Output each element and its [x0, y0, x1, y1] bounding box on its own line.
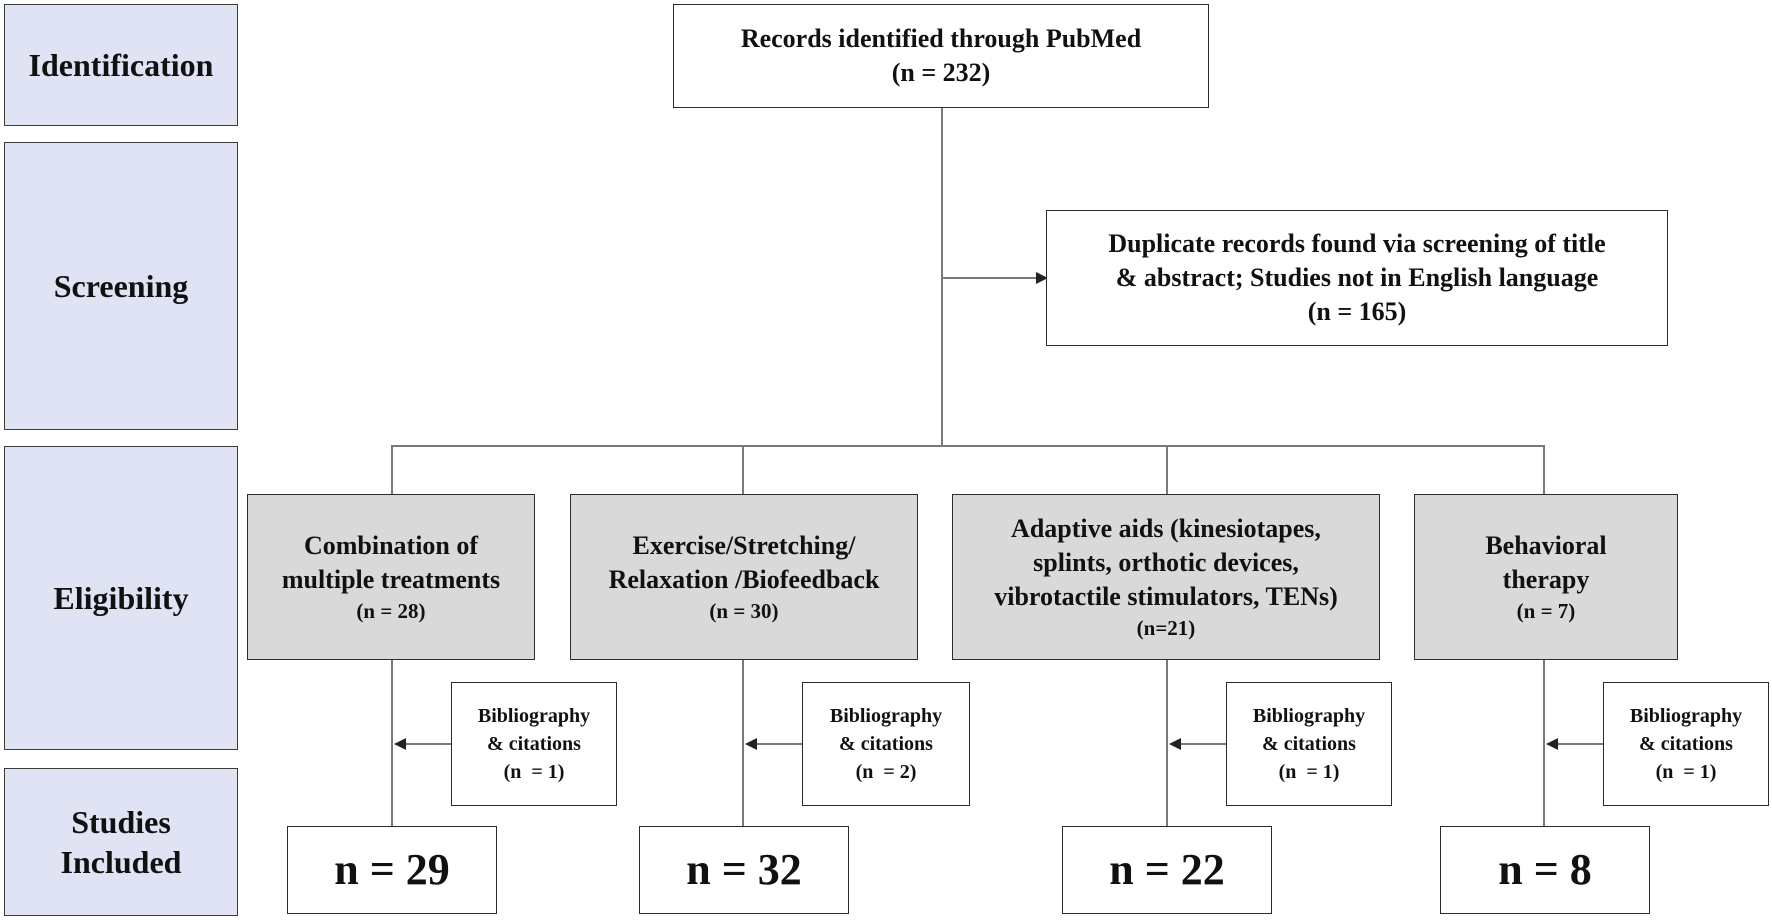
included-3-count: n = 22 — [1109, 845, 1225, 894]
column-line-4 — [1543, 660, 1545, 826]
category-drop-line-2 — [742, 445, 744, 494]
category-box-exercise: Exercise/Stretching/ Relaxation /Biofeed… — [570, 494, 918, 660]
addition-arrow-line-4 — [1548, 743, 1603, 745]
category-box-combination: Combination of multiple treatments (n = … — [247, 494, 535, 660]
bibliography-1-count: (n = 1) — [503, 761, 565, 783]
included-box-3: n = 22 — [1062, 826, 1272, 914]
included-2-count: n = 32 — [686, 845, 802, 894]
category-3-line-1: Adaptive aids (kinesiotapes, — [1011, 514, 1321, 543]
exclusion-arrowhead — [1036, 272, 1048, 284]
category-3-line-2: splints, orthotic devices, — [1033, 548, 1299, 577]
included-4-count: n = 8 — [1498, 845, 1592, 894]
addition-arrowhead-4 — [1546, 738, 1558, 750]
included-box-1: n = 29 — [287, 826, 497, 914]
bibliography-2-line-1: Bibliography — [829, 705, 943, 727]
category-2-line-1: Exercise/Stretching/ — [632, 531, 856, 560]
records-identified-title: Records identified through PubMed — [740, 24, 1142, 53]
bibliography-3-line-1: Bibliography — [1252, 705, 1366, 727]
bibliography-4-line-1: Bibliography — [1629, 705, 1743, 727]
bibliography-box-3: Bibliography & citations (n = 1) — [1226, 682, 1392, 806]
bibliography-4-count: (n = 1) — [1655, 761, 1717, 783]
stage-screening: Screening — [4, 142, 238, 430]
bibliography-2-line-2: & citations — [839, 733, 933, 755]
records-identified-count: (n = 232) — [891, 58, 991, 87]
category-4-line-2: therapy — [1502, 565, 1590, 594]
stage-screening-label: Screening — [53, 268, 189, 304]
included-box-4: n = 8 — [1440, 826, 1650, 914]
column-line-2 — [742, 660, 744, 826]
bibliography-1-line-1: Bibliography — [477, 705, 591, 727]
column-line-1 — [391, 660, 393, 826]
category-drop-line-4 — [1543, 445, 1545, 494]
addition-arrowhead-3 — [1169, 738, 1181, 750]
category-1-count: (n = 28) — [356, 599, 426, 623]
excluded-records-line-1: Duplicate records found via screening of… — [1108, 229, 1606, 258]
exclusion-branch-line — [941, 277, 1048, 279]
category-drop-line-3 — [1166, 445, 1168, 494]
category-4-count: (n = 7) — [1516, 599, 1576, 623]
bibliography-4-line-2: & citations — [1639, 733, 1733, 755]
stage-eligibility-label: Eligibility — [53, 580, 189, 616]
addition-arrowhead-2 — [745, 738, 757, 750]
bibliography-box-1: Bibliography & citations (n = 1) — [451, 682, 617, 806]
stage-eligibility: Eligibility — [4, 446, 238, 750]
stage-included: Studies Included — [4, 768, 238, 916]
category-box-behavioral: Behavioral therapy (n = 7) — [1414, 494, 1678, 660]
addition-arrow-line-2 — [747, 743, 802, 745]
excluded-records-count: (n = 165) — [1307, 297, 1407, 326]
records-identified-box: Records identified through PubMed (n = 2… — [673, 4, 1209, 108]
category-1-line-1: Combination of — [303, 531, 479, 560]
included-1-count: n = 29 — [334, 845, 450, 894]
category-horizontal-connector — [391, 445, 1543, 447]
category-4-line-1: Behavioral — [1485, 531, 1607, 560]
included-box-2: n = 32 — [639, 826, 849, 914]
stage-identification: Identification — [4, 4, 238, 126]
excluded-records-line-2: & abstract; Studies not in English langu… — [1115, 263, 1599, 292]
category-2-count: (n = 30) — [709, 599, 779, 623]
addition-arrowhead-1 — [394, 738, 406, 750]
addition-arrow-line-1 — [396, 743, 451, 745]
stage-included-label-2: Included — [60, 844, 182, 880]
stage-identification-label: Identification — [28, 47, 214, 83]
bibliography-box-2: Bibliography & citations (n = 2) — [802, 682, 970, 806]
category-drop-line-1 — [391, 445, 393, 494]
category-3-line-3: vibrotactile stimulators, TENs) — [994, 582, 1338, 611]
category-1-line-2: multiple treatments — [281, 565, 501, 594]
bibliography-2-count: (n = 2) — [855, 761, 917, 783]
bibliography-1-line-2: & citations — [487, 733, 581, 755]
bibliography-box-4: Bibliography & citations (n = 1) — [1603, 682, 1769, 806]
main-vertical-connector — [941, 108, 943, 445]
excluded-records-box: Duplicate records found via screening of… — [1046, 210, 1668, 346]
category-3-count: (n=21) — [1136, 616, 1196, 640]
bibliography-3-line-2: & citations — [1262, 733, 1356, 755]
column-line-3 — [1166, 660, 1168, 826]
stage-included-label-1: Studies — [71, 804, 171, 840]
category-box-adaptive-aids: Adaptive aids (kinesiotapes, splints, or… — [952, 494, 1380, 660]
category-2-line-2: Relaxation /Biofeedback — [608, 565, 880, 594]
addition-arrow-line-3 — [1171, 743, 1226, 745]
bibliography-3-count: (n = 1) — [1278, 761, 1340, 783]
